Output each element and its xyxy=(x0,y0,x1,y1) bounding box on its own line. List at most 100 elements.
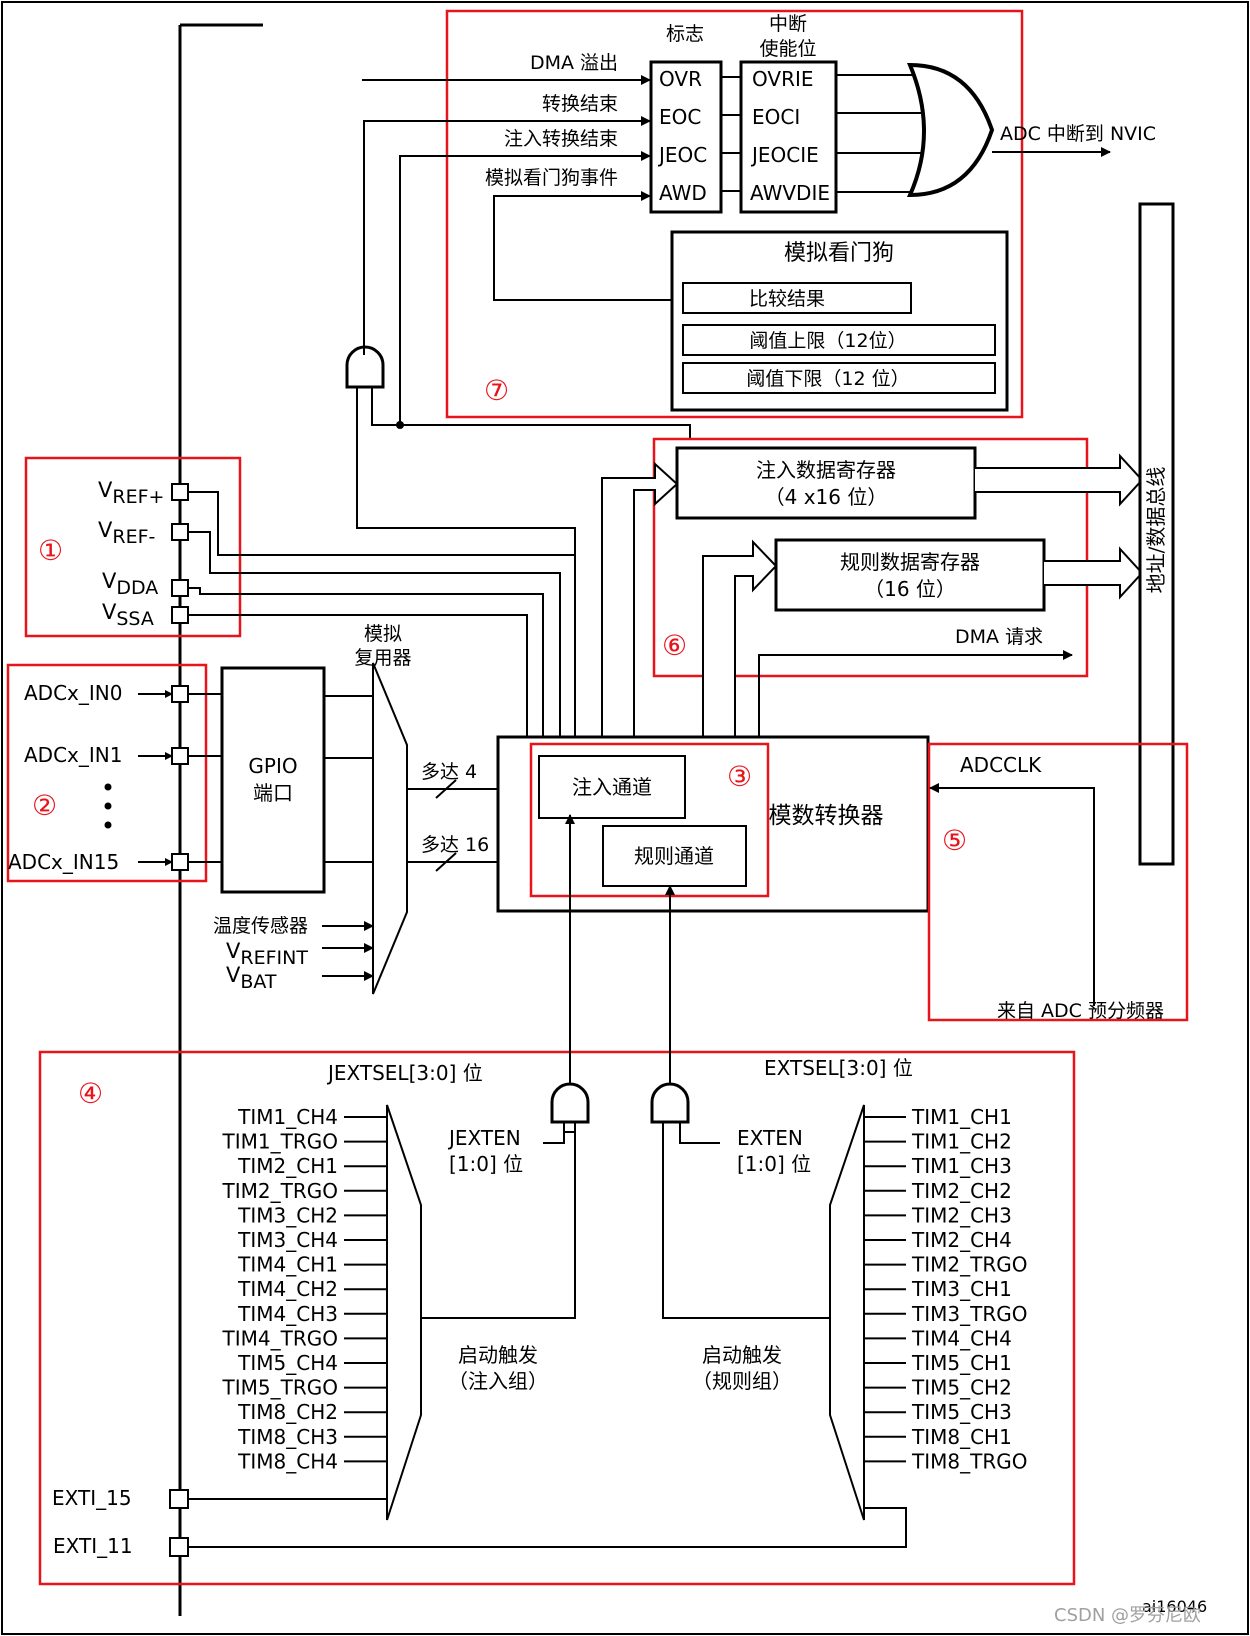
adc-in15-pin xyxy=(171,853,189,871)
regular-trigger-source-label: TIM3_TRGO xyxy=(911,1302,1027,1326)
section-4-box xyxy=(38,1050,1076,1586)
injected-trigger-source-label: TIM8_CH4 xyxy=(237,1449,338,1473)
gpio-port-box xyxy=(220,666,326,894)
enable-jeocie: JEOCIE xyxy=(750,143,819,167)
dma-request-label: DMA 请求 xyxy=(955,626,1043,648)
section-1-label: ① xyxy=(38,534,63,567)
adc-in0-pin xyxy=(171,685,189,703)
vref-minus-label: VREF- xyxy=(98,518,155,548)
compare-result-box xyxy=(682,282,912,314)
adc-in1-pin xyxy=(171,747,189,765)
injected-channel-box xyxy=(538,755,686,819)
section-6-box xyxy=(652,437,1089,678)
threshold-high-label: 阈值上限（12位） xyxy=(749,330,906,352)
exti11-label: EXTI_11 xyxy=(53,1534,133,1558)
regular-trigger-source-label: TIM8_CH1 xyxy=(911,1425,1012,1449)
vdda-label: VDDA xyxy=(102,569,158,599)
injected-trigger-source-label: TIM3_CH4 xyxy=(237,1228,338,1252)
and-gate-eoc xyxy=(345,345,385,389)
adc-converter-label: 模数转换器 xyxy=(769,803,884,829)
vssa-label: VSSA xyxy=(102,600,154,630)
regular-trigger-source-label: TIM2_TRGO xyxy=(911,1253,1027,1277)
enable-header-1: 中断 xyxy=(769,13,807,35)
regular-group-trigger-2: （规则组） xyxy=(692,1369,792,1393)
adc-in15-label: ADCx_IN15 xyxy=(8,850,119,874)
section-4-label: ④ xyxy=(78,1077,103,1110)
jeoc-arrow xyxy=(399,151,651,425)
extsel-label: EXTSEL[3:0] 位 xyxy=(764,1056,913,1080)
regular-channel-box xyxy=(602,825,747,887)
injected-trigger-source-label: TIM2_CH1 xyxy=(237,1154,338,1178)
regular-trigger-source-label: TIM2_CH3 xyxy=(911,1203,1012,1227)
regular-data-register xyxy=(774,538,1046,612)
or-gate-shape xyxy=(906,62,995,198)
jexten-label-1: JEXTEN xyxy=(447,1126,521,1150)
injected-trigger-source-label: TIM4_CH1 xyxy=(237,1253,338,1277)
regular-trigger-source-label: TIM2_CH4 xyxy=(911,1228,1012,1252)
flag-awd: AWD xyxy=(659,181,707,205)
injected-trigger-sources: TIM1_CH4TIM1_TRGOTIM2_CH1TIM2_TRGOTIM3_C… xyxy=(222,1105,387,1473)
vrefint-label: VREFINT xyxy=(226,939,308,969)
awd-input-label: 模拟看门狗事件 xyxy=(485,167,618,189)
enable-eoci: EOCI xyxy=(752,105,800,129)
section-7-box xyxy=(445,9,1024,419)
regular-trigger-sources: TIM1_CH1TIM1_CH2TIM1_CH3TIM2_CH2TIM2_CH3… xyxy=(864,1105,1027,1473)
injected-trigger-source-label: TIM4_CH3 xyxy=(237,1302,338,1326)
ellipsis-dot-2 xyxy=(104,802,112,810)
exti15-label: EXTI_15 xyxy=(52,1486,132,1510)
regular-trigger-source-label: TIM8_TRGO xyxy=(911,1449,1027,1473)
awd-arrow xyxy=(493,191,682,301)
injected-trigger-source-label: TIM5_TRGO xyxy=(222,1376,338,1400)
regular-register-label-2: （16 位） xyxy=(864,577,956,601)
exti15-pin xyxy=(169,1489,189,1509)
section-5-label: ⑤ xyxy=(942,824,967,857)
ellipsis-dot-1 xyxy=(104,783,112,791)
injected-trigger-source-label: TIM4_CH2 xyxy=(237,1277,338,1301)
injected-group-trigger-1: 启动触发 xyxy=(458,1343,538,1367)
up-to-16-label: 多达 16 xyxy=(421,834,489,856)
adc-in1-label: ADCx_IN1 xyxy=(24,743,122,767)
regular-trigger-source-label: TIM5_CH3 xyxy=(911,1400,1012,1424)
section-3-label: ③ xyxy=(727,760,752,793)
regular-trigger-source-label: TIM2_CH2 xyxy=(911,1179,1012,1203)
section-2-box xyxy=(6,663,208,883)
and-gate-exten xyxy=(650,1082,690,1124)
injected-register-label-1: 注入数据寄存器 xyxy=(756,458,896,482)
dma-request-arrow xyxy=(758,650,1073,737)
regular-trigger-source-label: TIM1_CH2 xyxy=(911,1130,1012,1154)
watchdog-title: 模拟看门狗 xyxy=(784,241,894,266)
temp-sensor-label: 温度传感器 xyxy=(213,915,308,937)
injected-group-trigger-2: （注入组） xyxy=(448,1369,548,1393)
injected-trigger-source-label: TIM3_CH2 xyxy=(237,1203,338,1227)
ellipsis-dot-3 xyxy=(104,821,112,829)
flag-eoc: EOC xyxy=(659,105,701,129)
enable-register-box xyxy=(739,60,838,214)
adcclk-label: ADCCLK xyxy=(960,753,1042,777)
vref-minus-pin xyxy=(171,523,189,541)
exten-label-2: [1:0] 位 xyxy=(737,1152,811,1176)
vdda-pin xyxy=(171,579,189,597)
regular-group-trigger-1: 启动触发 xyxy=(702,1343,782,1367)
injected-to-bus-arrow xyxy=(975,453,1144,507)
adcclk-arrow xyxy=(929,783,1095,1006)
injected-trigger-source-label: TIM8_CH3 xyxy=(237,1425,338,1449)
vref-plus-label: VREF+ xyxy=(98,478,164,508)
jeoc-input-label: 注入转换结束 xyxy=(504,128,618,150)
vssa-pin xyxy=(171,606,189,624)
injected-trigger-source-label: TIM1_CH4 xyxy=(237,1105,338,1129)
section-1-box xyxy=(24,456,242,638)
regular-to-bus-arrow xyxy=(1044,546,1144,600)
threshold-low-label: 阈值下限（12 位） xyxy=(746,368,909,390)
up-to-4-label: 多达 4 xyxy=(421,761,477,783)
gpio-port-label: 端口 xyxy=(253,781,293,805)
injected-trigger-source-label: TIM2_TRGO xyxy=(222,1179,338,1203)
eoc-input-label: 转换结束 xyxy=(542,93,618,115)
regular-trigger-source-label: TIM4_CH4 xyxy=(911,1326,1012,1350)
injected-trigger-source-label: TIM8_CH2 xyxy=(237,1400,338,1424)
vbat-label: VBAT xyxy=(226,963,277,993)
jextsel-label: JEXTSEL[3:0] 位 xyxy=(326,1061,483,1085)
dma-overrun-label: DMA 溢出 xyxy=(530,52,618,74)
section-5-box xyxy=(927,742,1189,1022)
